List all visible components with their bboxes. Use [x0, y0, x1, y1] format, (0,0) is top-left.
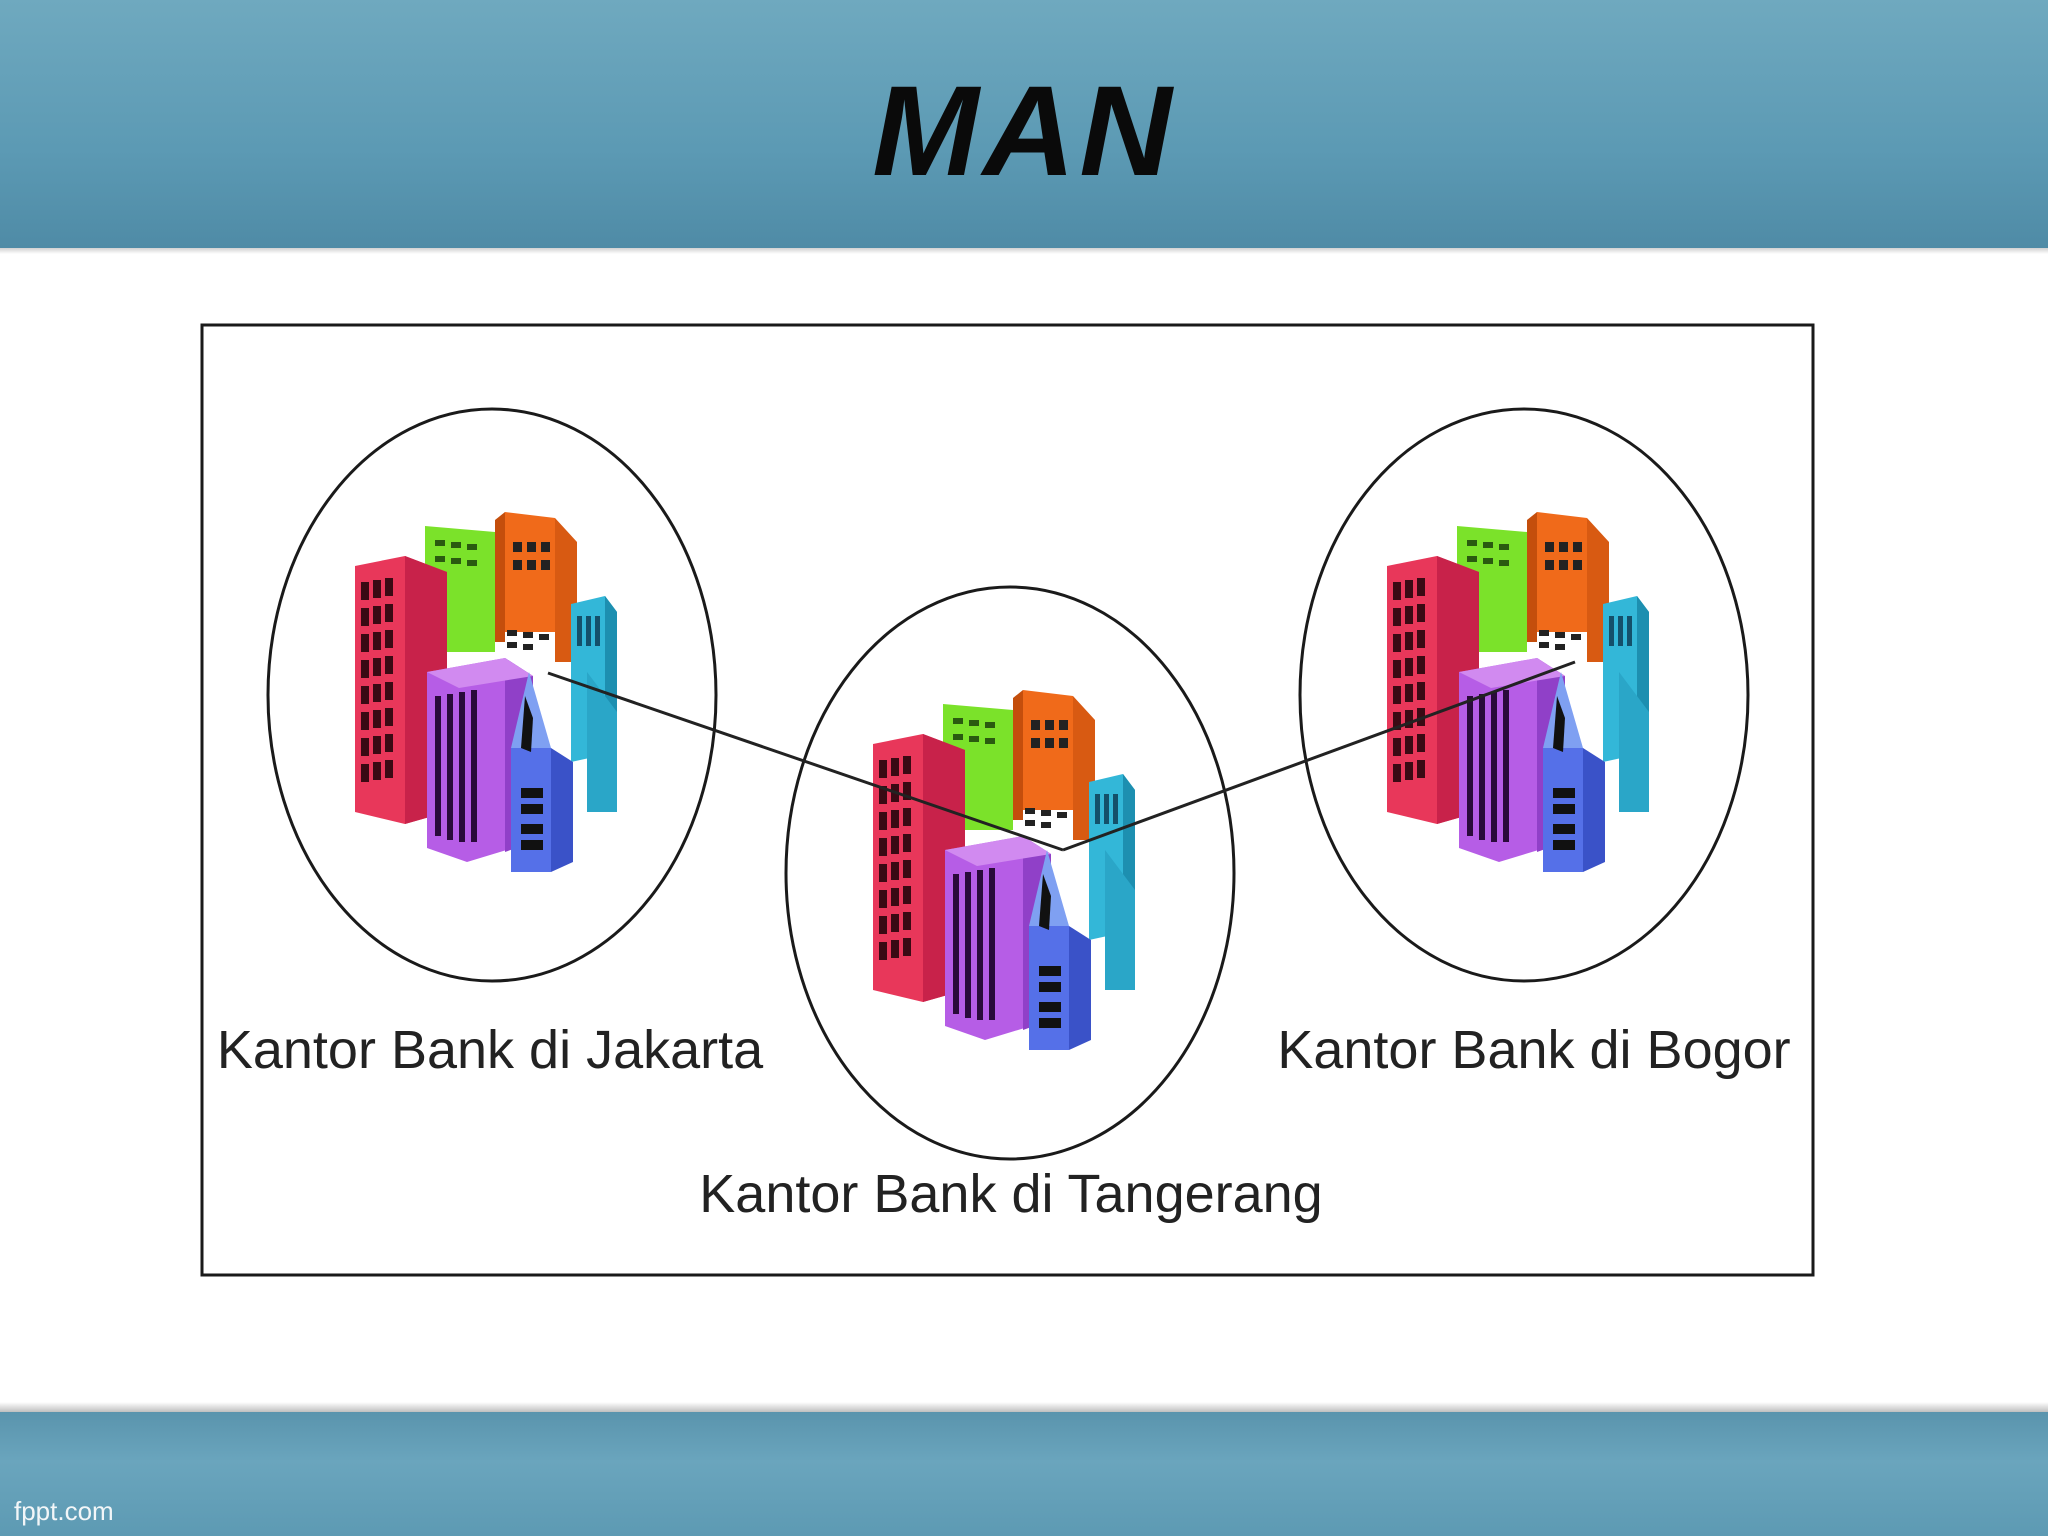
footer-band — [0, 1402, 2048, 1536]
bogor-circle — [1298, 407, 1750, 983]
label-jakarta: Kantor Bank di Jakarta — [217, 1020, 764, 1080]
label-tangerang: Kantor Bank di Tangerang — [699, 1164, 1322, 1224]
label-bogor: Kantor Bank di Bogor — [1277, 1020, 1790, 1080]
tangerang-circle — [784, 585, 1236, 1161]
slide-title: MAN — [872, 60, 1176, 203]
brand-text: fppt.com — [14, 1496, 114, 1526]
link-jakarta-tangerang — [547, 671, 1064, 852]
link-tangerang-bogor — [1062, 660, 1576, 852]
jakarta-circle — [266, 407, 718, 983]
header-band — [0, 0, 2048, 254]
